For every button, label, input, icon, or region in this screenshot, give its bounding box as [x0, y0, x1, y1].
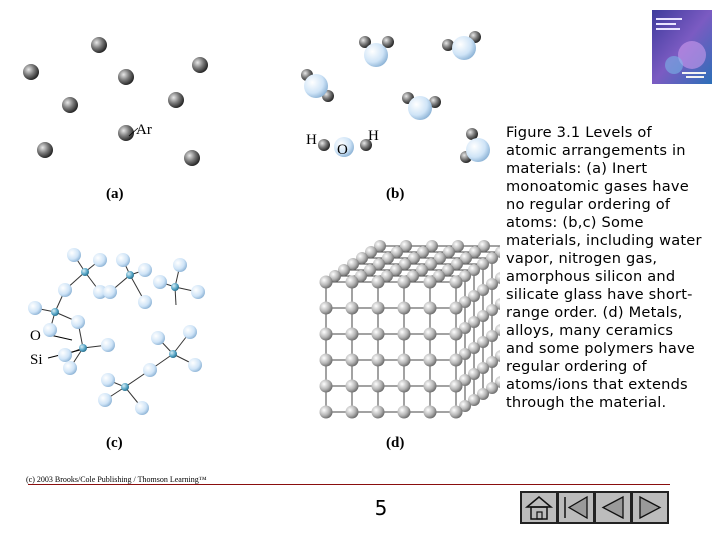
first-slide-button[interactable] [557, 491, 595, 524]
panel-b-label: (b) [386, 186, 404, 202]
lattice-atom [398, 302, 411, 315]
lattice-atom [346, 328, 359, 341]
copyright-notice: (c) 2003 Brooks/Cole Publishing / Thomso… [26, 475, 207, 484]
first-icon [559, 493, 593, 522]
lattice-atom [320, 276, 333, 289]
silicon-label-side: Si [30, 352, 43, 368]
oxygen-label-side: O [30, 328, 41, 344]
next-icon [633, 493, 667, 522]
lattice-atom [450, 406, 463, 419]
panel-c-silicate-glass: O Si (c) [28, 248, 205, 451]
lattice-atom [372, 276, 385, 289]
hydrogen-label-left: H [306, 132, 317, 148]
lattice-atom [450, 276, 463, 289]
oxygen-label-center: O [337, 142, 348, 158]
home-icon [522, 493, 556, 522]
lattice-atom [372, 302, 385, 315]
panel-c-label: (c) [106, 435, 123, 451]
lattice-atom [398, 380, 411, 393]
lattice-atom [398, 276, 411, 289]
back-icon [596, 493, 630, 522]
panel-a-label: (a) [106, 186, 124, 202]
lattice-atom [372, 380, 385, 393]
lattice-atom [346, 276, 359, 289]
lattice-atom [346, 302, 359, 315]
home-button[interactable] [520, 491, 558, 524]
panel-d-label: (d) [386, 435, 404, 451]
lattice-atom [346, 406, 359, 419]
lattice-atom [424, 276, 437, 289]
lattice-atom [424, 380, 437, 393]
lattice-atom [450, 380, 463, 393]
lattice-atom [398, 328, 411, 341]
lattice-atom [346, 354, 359, 367]
lattice-atom [320, 302, 333, 315]
lattice-atom [424, 406, 437, 419]
lattice-atom [424, 354, 437, 367]
lattice-atom [424, 328, 437, 341]
lattice-atom [320, 328, 333, 341]
lattice-atom [450, 302, 463, 315]
lattice-atom [346, 380, 359, 393]
lattice-atom [320, 354, 333, 367]
lattice-atom [450, 328, 463, 341]
figure-caption: Figure 3.1 Levels of atomic arrangements… [506, 124, 706, 412]
lattice-atom [372, 406, 385, 419]
panel-a-argon-gas: Ar (a) [23, 37, 208, 202]
lattice-atom [424, 302, 437, 315]
book-cover-image [652, 10, 712, 84]
hydrogen-label-right: H [368, 128, 379, 144]
footer-divider [28, 484, 670, 485]
panel-d-crystal-lattice [320, 240, 501, 419]
lattice-atom [450, 354, 463, 367]
atomic-arrangements-figure: Ar (a) [10, 20, 500, 470]
previous-slide-button[interactable] [594, 491, 632, 524]
lattice-atom [398, 354, 411, 367]
panel-b-water-vapor: H O H (b) [301, 31, 490, 202]
lattice-atom [398, 406, 411, 419]
lattice-atom [372, 354, 385, 367]
argon-label: Ar [136, 122, 152, 138]
page-number: 5 [365, 496, 397, 520]
next-slide-button[interactable] [631, 491, 669, 524]
lattice-atom [320, 380, 333, 393]
lattice-atom [372, 328, 385, 341]
lattice-atom [320, 406, 333, 419]
